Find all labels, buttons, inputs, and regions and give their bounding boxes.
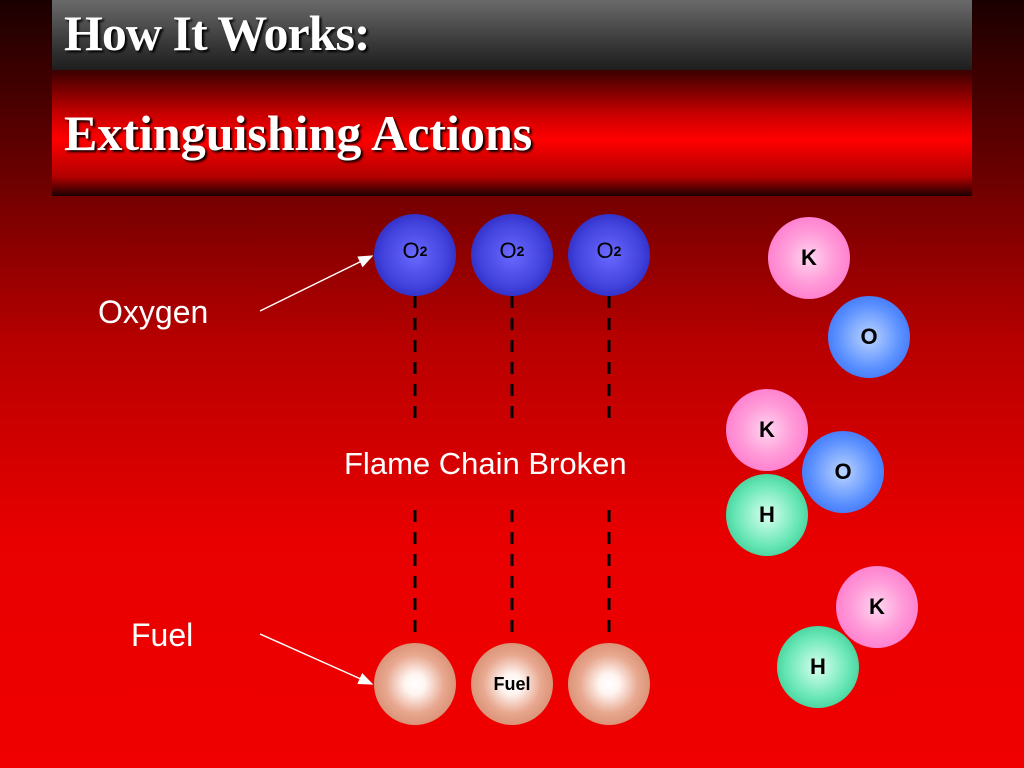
potassium-atom: K [768, 217, 850, 299]
potassium-atom: K [836, 566, 918, 648]
fuel-label: Fuel [131, 617, 194, 653]
fuel-molecule [374, 643, 456, 725]
hydrogen-atom: H [777, 626, 859, 708]
title-banner-bottom [52, 70, 972, 196]
slide-title: How It Works: [64, 5, 371, 61]
atom-symbol: K [869, 594, 885, 619]
atom-symbol: K [801, 245, 817, 270]
molecule-symbol: O [499, 238, 517, 263]
fuel-arrow [259, 633, 374, 685]
oxygen-arrow [259, 255, 374, 312]
flame-chain-broken-label: Flame Chain Broken [344, 446, 627, 481]
fuel-molecule: Fuel [471, 643, 553, 725]
atom-symbol: O [860, 324, 878, 349]
title-banner-top [52, 0, 972, 70]
molecule-symbol: O [402, 238, 420, 263]
potassium-atom: K [726, 389, 808, 471]
fuel-molecule [568, 643, 650, 725]
atom-symbol: K [759, 417, 775, 442]
slide-subtitle: Extinguishing Actions [64, 105, 533, 161]
molecule-symbol: O [596, 238, 614, 263]
atom-symbol: H [810, 654, 826, 679]
molecule-subscript: 2 [613, 243, 622, 259]
molecule-subscript: 2 [516, 243, 525, 259]
fuel-molecule-label: Fuel [493, 673, 531, 694]
atom-symbol: H [759, 502, 775, 527]
oxygen-label: Oxygen [98, 294, 209, 330]
oxygen-atom: O [828, 296, 910, 378]
oxygen-atom: O [802, 431, 884, 513]
hydrogen-atom: H [726, 474, 808, 556]
molecule-subscript: 2 [419, 243, 428, 259]
atom-symbol: O [834, 459, 852, 484]
